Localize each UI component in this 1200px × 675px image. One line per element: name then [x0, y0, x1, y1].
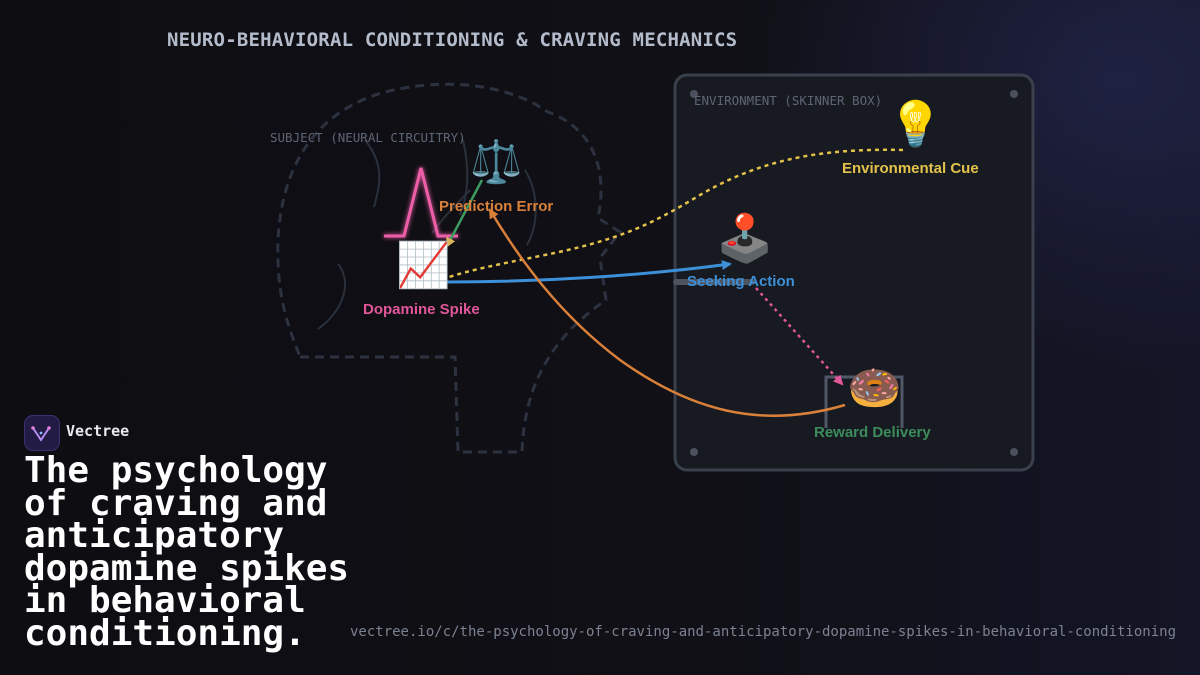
environmental-cue-label: Environmental Cue	[842, 160, 979, 177]
box-screw	[1010, 90, 1018, 98]
dopamine-waveform	[384, 167, 458, 238]
skinner-box	[673, 73, 1035, 472]
diagram-title: NEURO-BEHAVIORAL CONDITIONING & CRAVING …	[167, 29, 738, 51]
environment-label: ENVIRONMENT (SKINNER BOX)	[694, 93, 883, 108]
box-screw	[690, 448, 698, 456]
edge-cue-to-dopamine	[445, 148, 904, 280]
joystick-icon: 🕹️	[716, 211, 774, 265]
doughnut-icon: 🍩	[847, 363, 902, 414]
brain-fold	[317, 263, 346, 330]
chart-increasing-icon: 📈	[396, 240, 451, 291]
edge-dopamine-to-action	[445, 260, 732, 284]
page-url[interactable]: vectree.io/c/the-psychology-of-craving-a…	[349, 624, 1176, 640]
seeking-action-label: Seeking Action	[687, 273, 795, 290]
prediction-error-label: Prediction Error	[439, 198, 554, 215]
brain-fold	[364, 139, 381, 208]
edge-reward-to-error	[488, 208, 846, 417]
vectree-logo-icon	[31, 426, 51, 442]
box-screw	[690, 90, 698, 98]
reward-delivery-label: Reward Delivery	[814, 424, 931, 441]
subject-label: SUBJECT (NEURAL CIRCUITRY)	[270, 130, 466, 145]
headline: The psychology of craving and anticipato…	[24, 450, 350, 654]
brain-fold	[459, 139, 469, 216]
brand-name: Vectree	[66, 422, 130, 440]
food-tray	[824, 375, 904, 428]
brain-fold	[524, 169, 537, 246]
box-screw	[1010, 448, 1018, 456]
scales-icon: ⚖️	[470, 137, 523, 186]
lightbulb-icon: 💡	[888, 99, 943, 150]
dopamine-spike-label: Dopamine Spike	[363, 301, 480, 318]
edge-error-to-dopamine	[445, 179, 484, 248]
edge-action-to-reward	[755, 287, 844, 386]
